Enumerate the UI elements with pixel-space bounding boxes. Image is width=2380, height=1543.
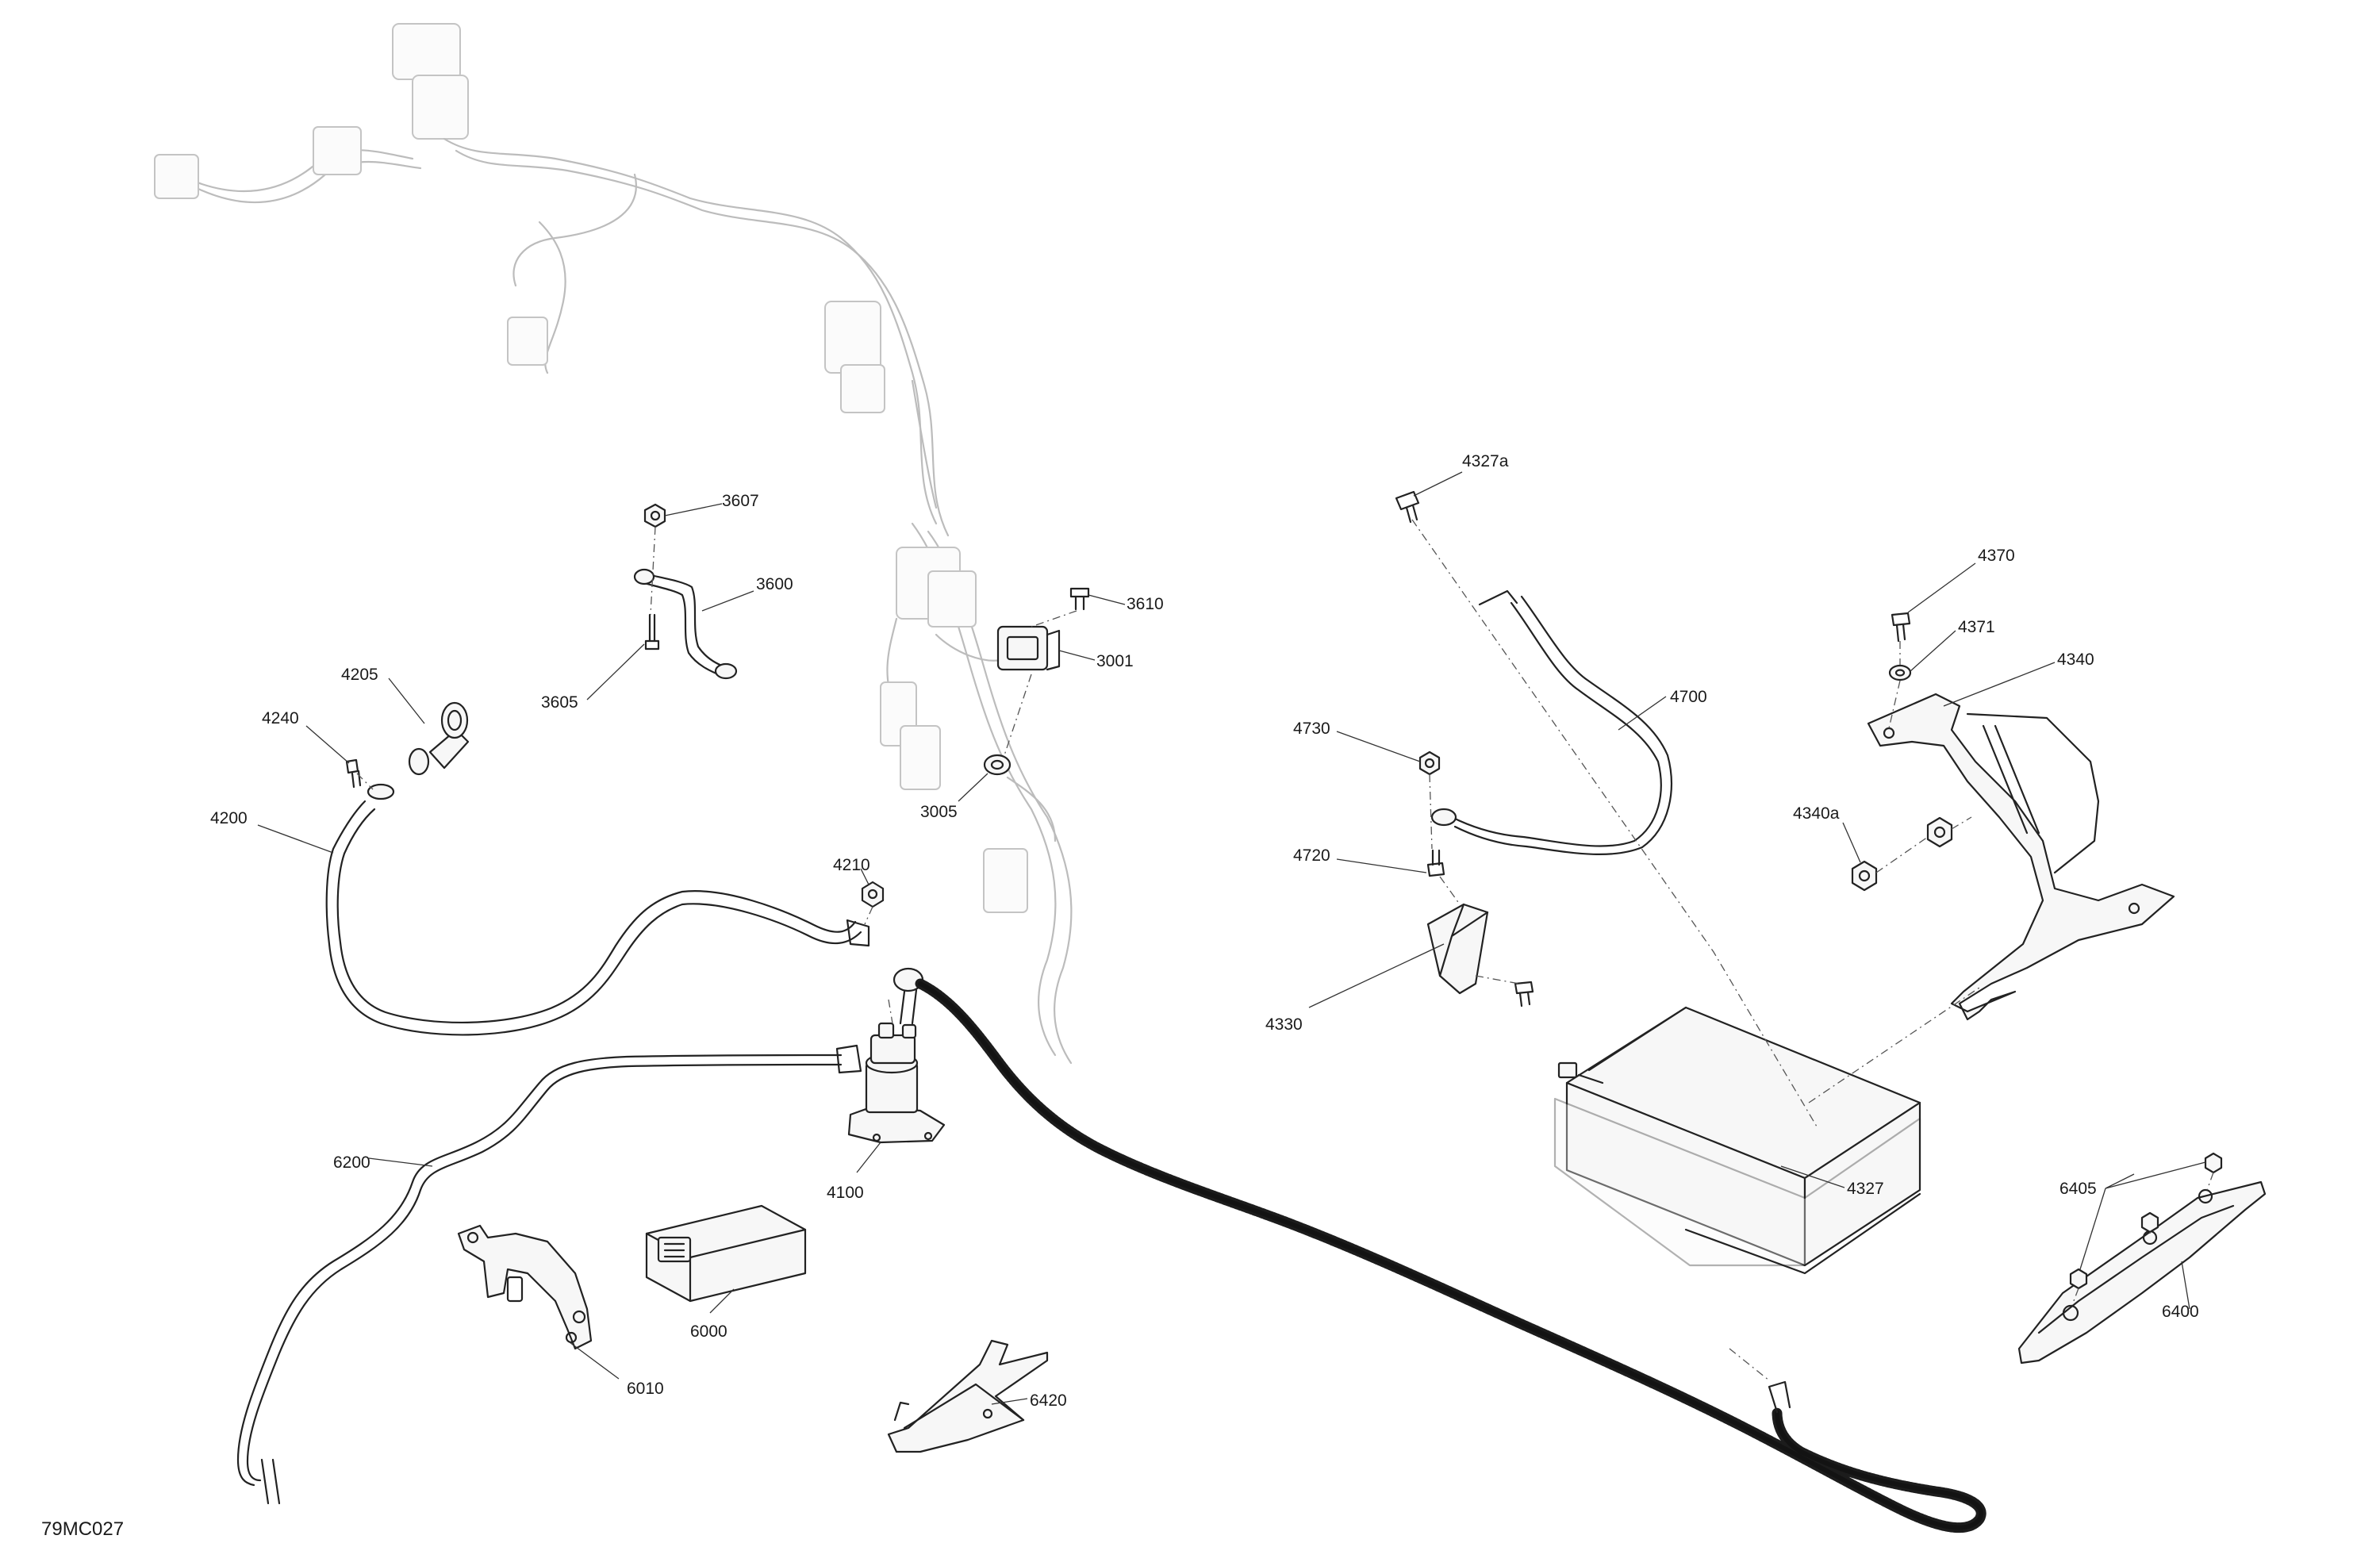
- main-battery-harness: [915, 978, 1987, 1533]
- callout-6000: 6000: [690, 1322, 727, 1341]
- callout-4240: 4240: [262, 709, 299, 727]
- washer-4371: [1888, 664, 1912, 681]
- callout-4210: 4210: [833, 856, 870, 874]
- callout-3001: 3001: [1096, 652, 1134, 670]
- callout-6200: 6200: [333, 1153, 370, 1172]
- callout-4340a: 4340a: [1793, 804, 1840, 823]
- terminal-cap-4330: [1426, 903, 1489, 995]
- callout-6420: 6420: [1030, 1391, 1067, 1410]
- screw-4240: [345, 758, 362, 789]
- callout-4100: 4100: [827, 1184, 864, 1202]
- assembly-lines: [356, 519, 2214, 1381]
- callout-3005: 3005: [920, 803, 958, 821]
- nut-3607: [643, 503, 666, 528]
- callout-3610: 3610: [1127, 595, 1164, 613]
- bracket-6420: [887, 1339, 1049, 1453]
- callout-3600: 3600: [756, 575, 793, 593]
- callout-4327: 4327: [1847, 1180, 1884, 1198]
- screw-3610: [1069, 587, 1090, 611]
- screw-3605: [644, 613, 660, 651]
- callout-4200: 4200: [210, 809, 248, 827]
- battery-4327: [1553, 1006, 1921, 1275]
- callout-labels: 3607 3600 3605 3610 3001 3005 4205 4240 …: [210, 452, 2199, 1410]
- screw-4720: [1426, 849, 1445, 877]
- callout-6400: 6400: [2162, 1303, 2199, 1321]
- nut-4730: [1418, 750, 1441, 776]
- callout-4370: 4370: [1978, 547, 2015, 565]
- callout-4730: 4730: [1293, 720, 1330, 738]
- drawing-code: 79MC027: [41, 1518, 124, 1540]
- cable-6200: [236, 1044, 862, 1505]
- main-harness-ghost: [154, 23, 1073, 1065]
- positive-cable-4200: [325, 783, 870, 1036]
- callout-4720: 4720: [1293, 846, 1330, 865]
- ground-strap-3600: [633, 568, 738, 680]
- callout-6405: 6405: [2059, 1180, 2097, 1198]
- nut-4210: [861, 881, 885, 908]
- ecu-connector-3001: [996, 625, 1061, 671]
- starter-solenoid-4100: [847, 967, 946, 1144]
- callout-4205: 4205: [341, 666, 378, 684]
- screw-4327a: [1395, 490, 1420, 524]
- fasteners-6405: [2069, 1152, 2223, 1290]
- terminal-cap-4205: [408, 701, 470, 776]
- callout-4327a: 4327a: [1462, 452, 1509, 470]
- nut-4340a: [1851, 816, 1953, 892]
- bracket-6010: [457, 1224, 593, 1350]
- grommet-3005: [983, 754, 1012, 776]
- callout-3605: 3605: [541, 693, 578, 712]
- screw-4370: [1891, 612, 1911, 643]
- screw-4330-bolt: [1514, 981, 1534, 1008]
- callout-4700: 4700: [1670, 688, 1707, 706]
- callout-4340: 4340: [2057, 651, 2094, 669]
- negative-cable-4700: [1430, 589, 1672, 856]
- callout-4330: 4330: [1265, 1015, 1303, 1034]
- callout-4371: 4371: [1958, 618, 1995, 636]
- cover-6400: [2017, 1180, 2267, 1365]
- callout-6010: 6010: [627, 1380, 664, 1398]
- battery-bracket-4340: [1867, 693, 2175, 1021]
- electronic-module-6000: [645, 1204, 807, 1303]
- callout-3607: 3607: [722, 492, 759, 510]
- leader-lines: [257, 471, 2206, 1405]
